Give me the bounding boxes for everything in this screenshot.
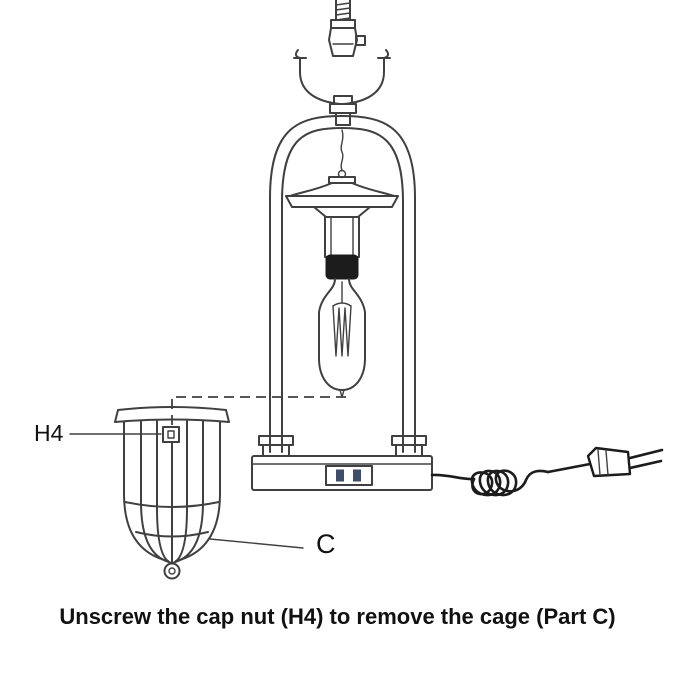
cap-nut-label: H4 [34, 420, 64, 446]
socket-cap [325, 254, 359, 280]
power-cord [430, 462, 592, 497]
c-pointer-line [209, 538, 304, 549]
lamp-base [251, 455, 433, 491]
lamp-harp [293, 49, 391, 126]
light-bulb [318, 278, 366, 398]
plug-prong [628, 448, 664, 460]
canopy [285, 176, 399, 218]
instruction-caption: Unscrew the cap nut (H4) to remove the c… [59, 604, 616, 629]
bulb-socket [324, 216, 360, 280]
hanging-cord [337, 129, 347, 179]
power-outlet [325, 465, 373, 486]
cage-bottom-ring [163, 562, 181, 580]
plug-prong [628, 459, 663, 470]
alignment-dashed-line [171, 396, 346, 425]
cap-nut-h4 [162, 426, 180, 443]
lamp-finial-rod [328, 0, 366, 57]
power-plug [586, 446, 664, 478]
bulb-filament [332, 281, 352, 357]
cage-part-c [114, 406, 230, 580]
cage-label: C [316, 529, 336, 559]
